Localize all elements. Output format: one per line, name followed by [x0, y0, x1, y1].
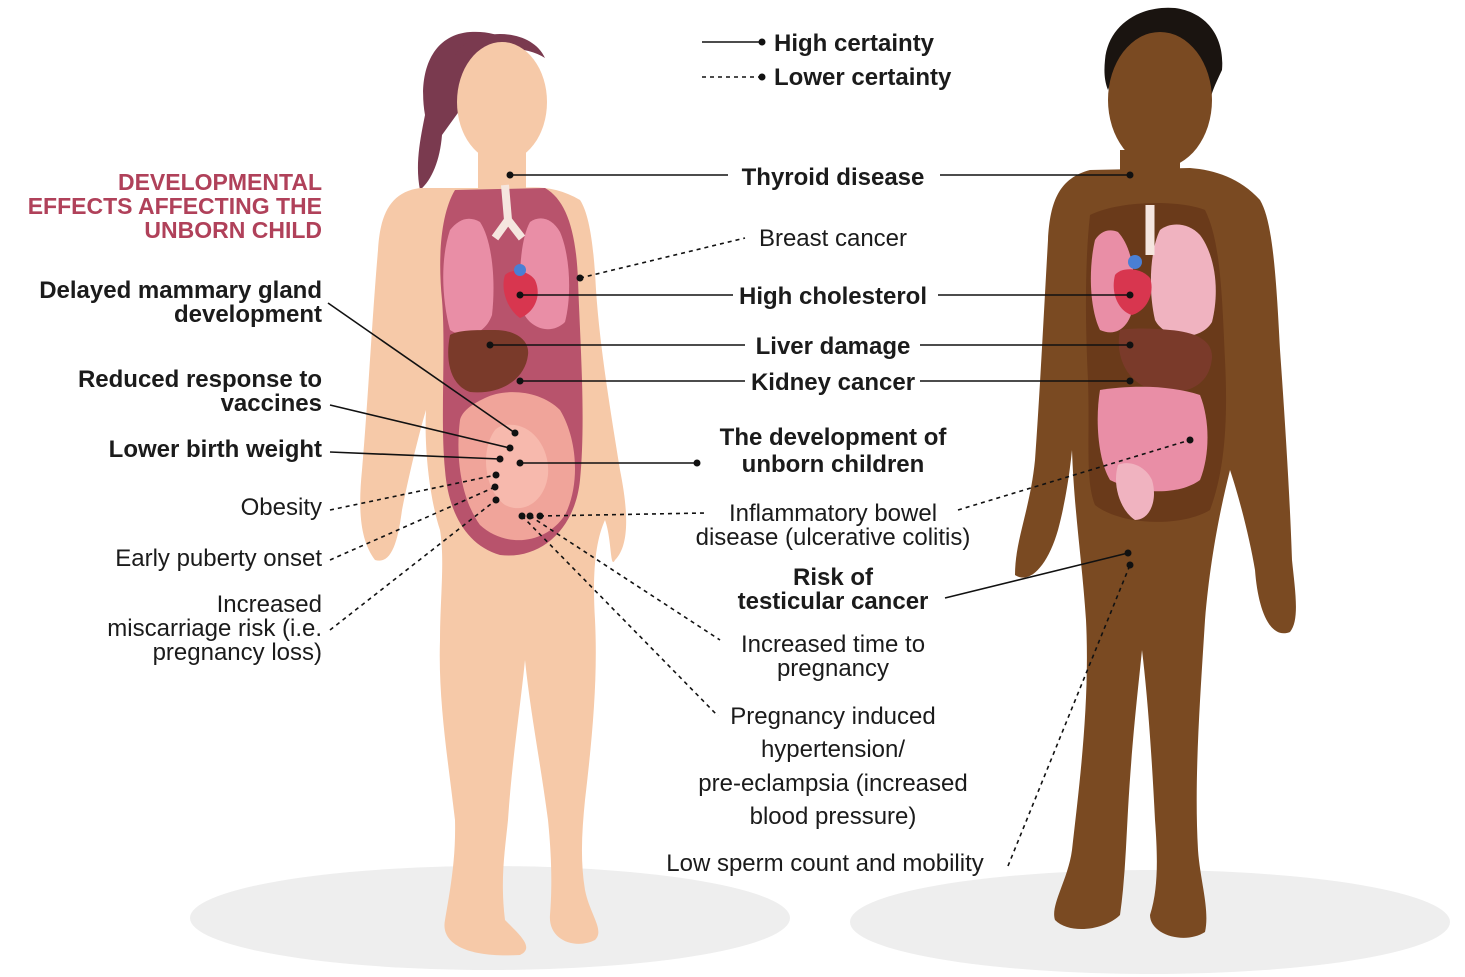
dot-ibd-female [537, 513, 544, 520]
dot-hyper [519, 513, 526, 520]
male-figure [1015, 8, 1296, 938]
label-liver: Liver damage [756, 333, 911, 360]
label-miscarriage-2: miscarriage risk (i.e. [107, 615, 322, 642]
dot-kidney-male [1127, 378, 1134, 385]
label-cholesterol: High cholesterol [739, 283, 927, 310]
dot-breast-cancer [577, 275, 584, 282]
label-kidney: Kidney cancer [751, 369, 915, 396]
legend-dashed-dot [759, 74, 766, 81]
dot-sperm [1127, 562, 1134, 569]
heading-line-3: UNBORN CHILD [144, 217, 322, 243]
male-heart-vessel [1128, 255, 1142, 269]
heading-line-2: EFFECTS AFFECTING THE [28, 193, 322, 219]
label-hyper-4: blood pressure) [750, 803, 917, 830]
female-neck [478, 148, 526, 188]
label-breast-cancer: Breast cancer [759, 225, 907, 252]
dot-obesity [493, 472, 500, 479]
label-hyper-2: hypertension/ [761, 736, 905, 763]
label-birth-weight: Lower birth weight [109, 436, 322, 463]
dot-cholesterol-male [1127, 292, 1134, 299]
developmental-heading: DEVELOPMENTAL EFFECTS AFFECTING THE UNBO… [28, 169, 322, 243]
label-mammary-2: development [174, 301, 322, 328]
label-thyroid: Thyroid disease [742, 164, 925, 191]
label-vaccines-2: vaccines [221, 390, 322, 417]
dot-time-preg [527, 513, 534, 520]
label-unborn-1: The development of [720, 424, 948, 451]
dot-cholesterol-female [517, 292, 524, 299]
female-heart-vessel [514, 264, 526, 276]
female-figure [360, 32, 626, 956]
label-time-preg-1: Increased time to [741, 631, 925, 658]
dot-unborn-end [694, 460, 701, 467]
label-hyper-1: Pregnancy induced [730, 703, 935, 730]
heading-line-1: DEVELOPMENTAL [118, 169, 322, 195]
dot-puberty [492, 484, 499, 491]
legend-solid-label: High certainty [774, 30, 935, 57]
dot-ibd-male [1187, 437, 1194, 444]
dot-birth-weight [497, 456, 504, 463]
dot-unborn-fetus [517, 460, 524, 467]
dot-liver-female [487, 342, 494, 349]
label-vaccines-1: Reduced response to [78, 366, 322, 393]
dot-miscarriage [493, 497, 500, 504]
dot-mammary [512, 430, 519, 437]
dot-kidney-female [517, 378, 524, 385]
legend: High certainty Lower certainty [702, 30, 952, 91]
dot-thyroid-female [507, 172, 514, 179]
label-obesity: Obesity [241, 494, 322, 521]
left-labels: Delayed mammary gland development Reduce… [39, 277, 322, 666]
label-miscarriage-1: Increased [217, 591, 322, 618]
male-head [1108, 32, 1212, 168]
label-time-preg-2: pregnancy [777, 655, 889, 682]
center-labels: Thyroid disease Breast cancer High chole… [666, 164, 983, 877]
label-miscarriage-3: pregnancy loss) [153, 639, 322, 666]
label-hyper-3: pre-eclampsia (increased [698, 770, 967, 797]
label-puberty: Early puberty onset [115, 545, 322, 572]
dot-liver-male [1127, 342, 1134, 349]
female-head [457, 42, 547, 162]
legend-solid-dot [759, 39, 766, 46]
dot-testicular [1125, 550, 1132, 557]
label-ibd-1: Inflammatory bowel [729, 500, 937, 527]
legend-dashed-label: Lower certainty [774, 64, 952, 91]
male-ground-shadow [850, 870, 1450, 974]
female-lung-left [443, 219, 493, 335]
dot-thyroid-male [1127, 172, 1134, 179]
dot-vaccines [507, 445, 514, 452]
label-testicular-2: testicular cancer [738, 588, 929, 615]
label-sperm: Low sperm count and mobility [666, 850, 983, 877]
label-unborn-2: unborn children [742, 451, 925, 478]
label-testicular-1: Risk of [793, 564, 874, 591]
label-mammary-1: Delayed mammary gland [39, 277, 322, 304]
connector-breast-cancer [580, 238, 745, 278]
label-ibd-2: disease (ulcerative colitis) [696, 524, 971, 551]
